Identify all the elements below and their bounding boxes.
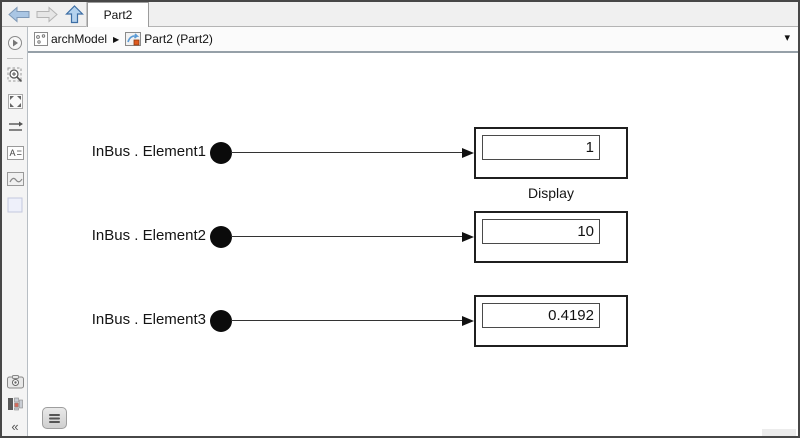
model-data-button[interactable] bbox=[5, 394, 25, 414]
svg-text:A: A bbox=[9, 148, 15, 158]
up-arrow-icon bbox=[64, 5, 84, 24]
signal-port-dot[interactable] bbox=[210, 142, 232, 164]
image-button[interactable] bbox=[5, 169, 25, 189]
display-value-2: 10 bbox=[482, 219, 600, 244]
zoom-selection-button[interactable] bbox=[5, 65, 25, 85]
display-block-3[interactable]: 0.4192 bbox=[474, 295, 628, 347]
breadcrumb-separator-icon: ▶ bbox=[113, 34, 120, 44]
breadcrumb-root-label: archModel bbox=[51, 32, 108, 46]
collapse-palette-button[interactable]: « bbox=[5, 416, 25, 436]
signal-line[interactable] bbox=[231, 236, 464, 238]
model-canvas[interactable]: InBus . Element1 1 Display InBus . Eleme… bbox=[28, 53, 798, 436]
referenced-model-icon bbox=[125, 32, 142, 46]
breadcrumb: archModel ▶ Part2 (Part2) ▾ bbox=[28, 27, 798, 53]
signal-label-element3[interactable]: InBus . Element3 bbox=[91, 311, 206, 328]
breadcrumb-dropdown-icon[interactable]: ▾ bbox=[784, 32, 790, 44]
signal-arrowhead-icon bbox=[462, 316, 474, 326]
stacked-lines-icon bbox=[49, 413, 60, 423]
display-block-caption: Display bbox=[528, 185, 574, 201]
signal-port-dot[interactable] bbox=[210, 310, 232, 332]
circle-arrow-icon bbox=[8, 36, 22, 50]
tab-separator bbox=[86, 2, 87, 27]
zoom-magnifier-icon bbox=[7, 67, 22, 82]
up-to-parent-button[interactable] bbox=[61, 4, 87, 25]
back-button[interactable] bbox=[6, 4, 32, 25]
display-value-3: 0.4192 bbox=[482, 303, 600, 328]
forward-button[interactable] bbox=[34, 4, 60, 25]
signal-label-element1[interactable]: InBus . Element1 bbox=[91, 143, 206, 160]
resize-grip bbox=[762, 429, 796, 436]
signal-label-element2[interactable]: InBus . Element2 bbox=[91, 227, 206, 244]
annotation-icon: A bbox=[6, 146, 24, 160]
breadcrumb-current-label: Part2 (Part2) bbox=[144, 32, 213, 46]
tab-label: Part2 bbox=[103, 8, 133, 22]
screenshot-button[interactable] bbox=[5, 372, 25, 392]
fit-to-view-button[interactable] bbox=[5, 91, 25, 111]
forward-arrow-icon bbox=[36, 6, 58, 23]
hidden-content-badge[interactable] bbox=[42, 407, 67, 429]
signal-line[interactable] bbox=[231, 320, 464, 322]
model-icon bbox=[34, 32, 48, 46]
fit-to-view-icon bbox=[7, 93, 23, 109]
signal-arrowhead-icon bbox=[462, 148, 474, 158]
signal-port-dot[interactable] bbox=[210, 226, 232, 248]
viewmark-button[interactable] bbox=[5, 195, 25, 215]
breadcrumb-current[interactable]: Part2 (Part2) bbox=[125, 32, 213, 46]
camera-icon bbox=[6, 375, 24, 389]
signal-arrowhead-icon bbox=[462, 232, 474, 242]
pan-arrows-button[interactable] bbox=[5, 117, 25, 137]
tab-part2[interactable]: Part2 bbox=[87, 2, 149, 27]
back-arrow-icon bbox=[8, 6, 30, 23]
display-block-1[interactable]: 1 bbox=[474, 127, 628, 179]
breadcrumb-root[interactable]: archModel bbox=[34, 32, 107, 46]
display-block-2[interactable]: 10 bbox=[474, 211, 628, 263]
horizontal-arrows-icon bbox=[8, 121, 23, 131]
tool-palette: A bbox=[2, 27, 28, 436]
collapse-icon: « bbox=[11, 418, 19, 434]
hide-explorer-button[interactable] bbox=[5, 33, 25, 53]
viewmark-square-icon bbox=[7, 197, 23, 213]
display-value-1: 1 bbox=[482, 135, 600, 160]
model-data-icon bbox=[8, 397, 23, 411]
annotation-button[interactable]: A bbox=[5, 143, 25, 163]
palette-divider bbox=[7, 58, 23, 59]
tab-bar: Part2 bbox=[2, 2, 798, 27]
image-icon bbox=[6, 172, 24, 186]
signal-line[interactable] bbox=[231, 152, 464, 154]
